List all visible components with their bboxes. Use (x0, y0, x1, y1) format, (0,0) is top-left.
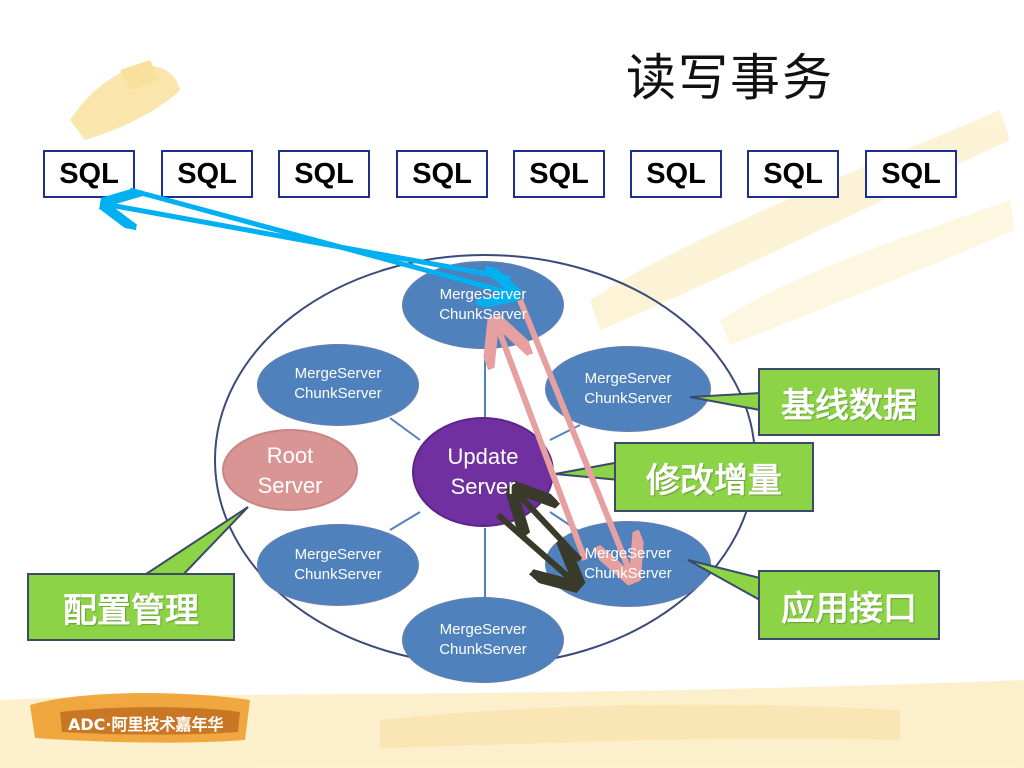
node-update-line1: Update (447, 444, 519, 469)
node-upper-right (545, 346, 711, 432)
node-lower-left-line2: ChunkServer (294, 566, 382, 583)
node-lower-right-line1: MergeServer (584, 545, 672, 562)
node-lower-right-label: MergeServer ChunkServer (553, 544, 703, 584)
event-logo-text: ADC·阿里技术嘉年华 (68, 715, 224, 734)
node-update-label: Update Server (423, 442, 543, 502)
sql-box-2: SQL (161, 150, 253, 198)
node-root-line1: Root (266, 443, 314, 468)
arrow-top-to-lower-right (517, 298, 630, 572)
node-root-server (222, 429, 358, 511)
node-upper-right-line2: ChunkServer (584, 390, 672, 407)
node-upper-right-label: MergeServer ChunkServer (553, 369, 703, 409)
node-bottom-line2: ChunkServer (439, 641, 527, 658)
logo-brush (30, 693, 250, 743)
arrow-lower-right-to-top (498, 328, 588, 562)
node-root-label: Root Server (230, 441, 350, 501)
sql-box-8: SQL (865, 150, 957, 198)
sql-box-4: SQL (396, 150, 488, 198)
node-root-line2: Server (257, 473, 323, 498)
node-upper-left-line1: MergeServer (294, 365, 382, 382)
callout-app-interface: 应用接口 (758, 570, 940, 640)
sql-box-3: SQL (278, 150, 370, 198)
arrow-lower-right-to-update (518, 494, 583, 563)
node-lower-right-line2: ChunkServer (584, 565, 672, 582)
node-upper-left-line2: ChunkServer (294, 385, 382, 402)
node-top-line1: MergeServer (439, 286, 527, 303)
node-lower-left (257, 524, 419, 606)
node-bottom-label: MergeServer ChunkServer (408, 620, 558, 660)
node-upper-right-line1: MergeServer (584, 370, 672, 387)
node-upper-left (257, 344, 419, 426)
node-lower-left-line1: MergeServer (294, 546, 382, 563)
callout-pointer-config (136, 506, 249, 579)
sql-box-7: SQL (747, 150, 839, 198)
sql-box-5: SQL (513, 150, 605, 198)
callout-baseline-data: 基线数据 (758, 368, 940, 436)
arrow-mergeserver-to-sql (110, 205, 511, 281)
node-bottom (402, 597, 564, 683)
node-upper-left-label: MergeServer ChunkServer (263, 364, 413, 404)
node-bottom-line1: MergeServer (439, 621, 527, 638)
sql-box-6: SQL (630, 150, 722, 198)
node-lower-left-label: MergeServer ChunkServer (263, 545, 413, 585)
node-top-label: MergeServer ChunkServer (408, 285, 558, 325)
callout-delta-changes: 修改增量 (614, 442, 814, 512)
callout-config-management: 配置管理 (27, 573, 235, 641)
page-title: 读写事务 (626, 49, 834, 107)
node-update-line2: Server (450, 474, 516, 499)
node-top-line2: ChunkServer (439, 306, 527, 323)
